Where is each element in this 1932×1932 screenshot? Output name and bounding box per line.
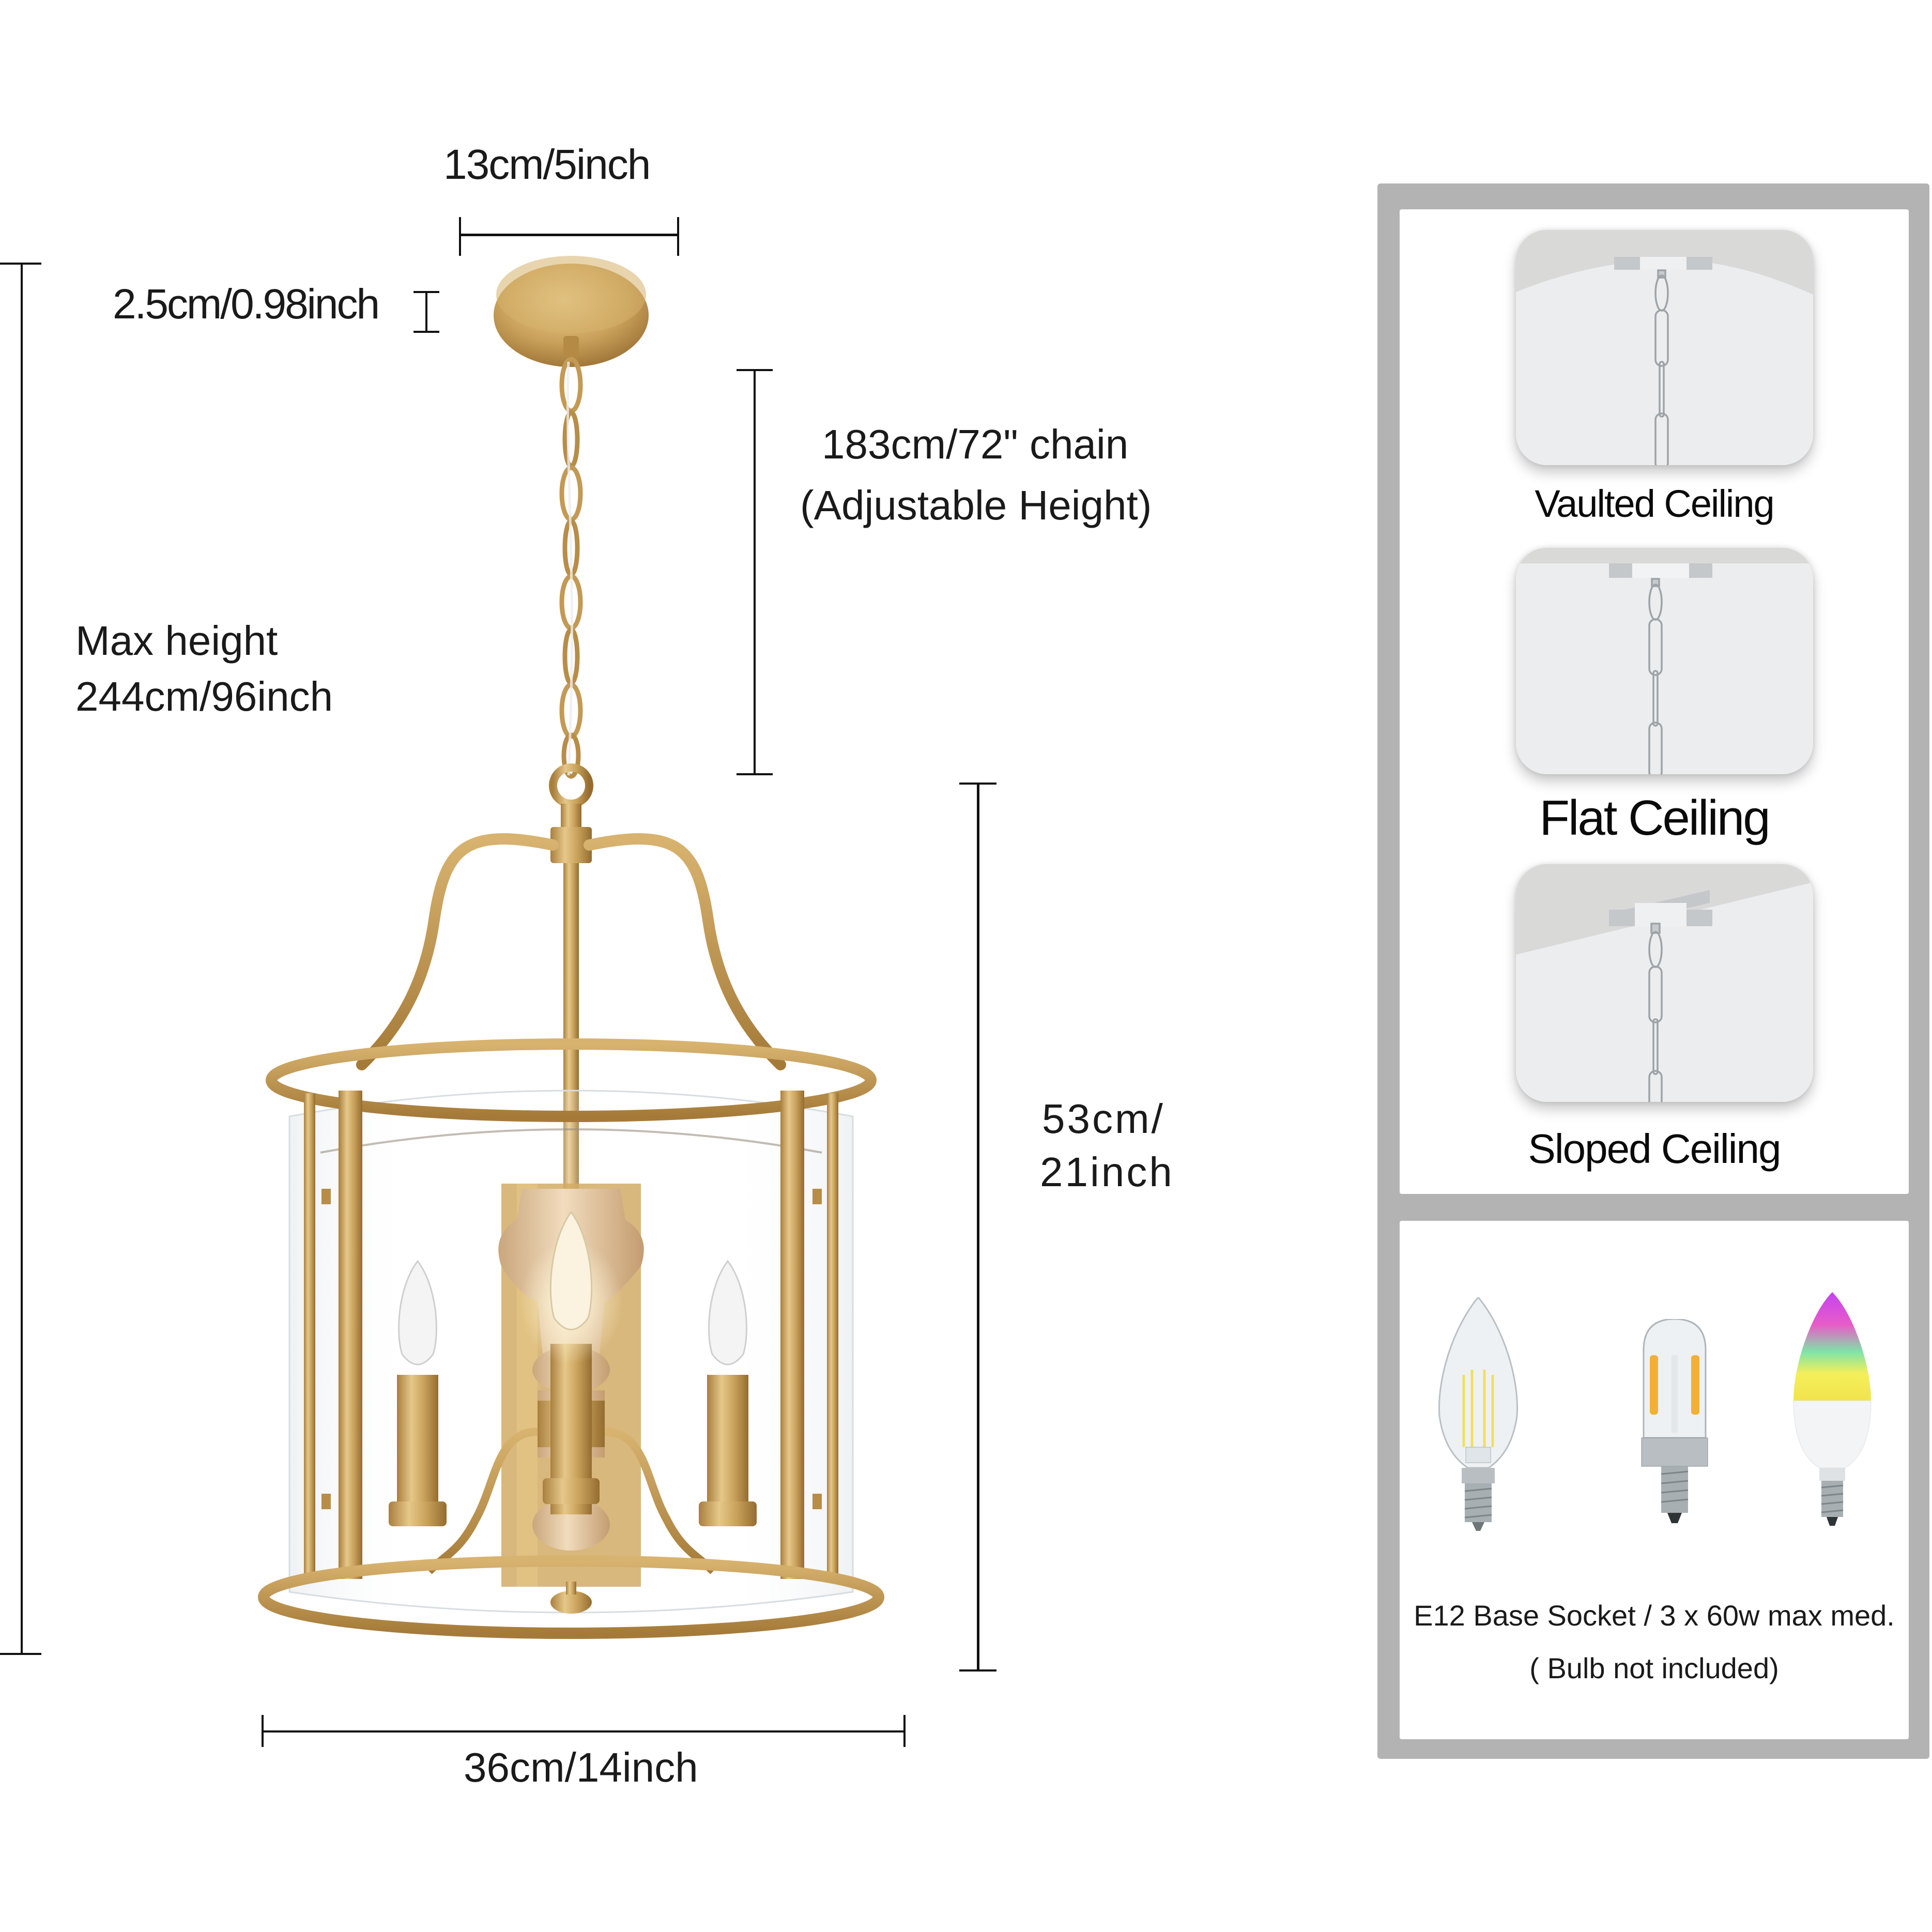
body-width-label: 36cm/14inch (464, 1744, 698, 1790)
candle-light-left (389, 1260, 447, 1526)
chain-adjustable-note: (Adjustable Height) (800, 482, 1152, 528)
candle-light-right (699, 1260, 757, 1526)
canopy-width-right-tick (677, 217, 679, 256)
max-height-label: Max height (75, 618, 278, 664)
body-width-dimension-line (263, 1730, 906, 1732)
canopy-width-left-tick (459, 217, 461, 256)
chain-length-bottom-tick (737, 773, 773, 775)
body-height-dimension-line (977, 784, 979, 1670)
vaulted-ceiling-icon (1516, 230, 1813, 465)
flat-ceiling-card (1516, 548, 1813, 774)
body-height-label: 53cm/ (1042, 1096, 1165, 1142)
lantern-pendant-illustration (258, 256, 884, 1639)
max-height-dimension-line (21, 264, 23, 1654)
canopy-height-top-tick (413, 291, 439, 293)
canopy-height-dimension-line (425, 292, 427, 332)
max-height-top-tick (0, 263, 41, 265)
body-width-left-tick (262, 1715, 264, 1747)
max-height-value: 244cm/96inch (75, 673, 333, 719)
chain-length-label: 183cm/72" chain (822, 421, 1129, 467)
ceiling-canopy (494, 256, 649, 367)
body-width-right-tick (903, 1715, 906, 1747)
canopy-width-label: 13cm/5inch (443, 141, 651, 188)
body-height-top-tick (959, 783, 996, 785)
vaulted-ceiling-label: Vaulted Ceiling (1535, 482, 1774, 525)
canopy-width-dimension-line (460, 234, 678, 236)
socket-spec-text: E12 Base Socket / 3 x 60w max med. (1414, 1599, 1895, 1632)
sloped-ceiling-icon (1516, 864, 1813, 1102)
vaulted-ceiling-card (1516, 230, 1813, 465)
flat-ceiling-label: Flat Ceiling (1539, 790, 1770, 846)
flat-ceiling-icon (1516, 548, 1813, 774)
bulb-not-included-note: ( Bulb not included) (1529, 1652, 1779, 1684)
chain-length-dimension-line (754, 370, 756, 774)
canopy-height-label: 2.5cm/0.98inch (113, 281, 380, 328)
candelabra-filament-bulb-icon (1438, 1297, 1519, 1531)
rgb-smart-candle-bulb-icon (1793, 1292, 1872, 1526)
sloped-ceiling-card (1516, 864, 1813, 1102)
sloped-ceiling-label: Sloped Ceiling (1528, 1126, 1782, 1172)
candle-light-center (519, 1210, 623, 1514)
max-height-bottom-tick (0, 1653, 41, 1655)
t-shape-filament-bulb-icon (1641, 1319, 1708, 1523)
body-height-bottom-tick (959, 1669, 996, 1672)
body-height-value: 21inch (1040, 1149, 1174, 1195)
canopy-height-bottom-tick (413, 331, 439, 333)
chain-length-top-tick (737, 369, 773, 371)
